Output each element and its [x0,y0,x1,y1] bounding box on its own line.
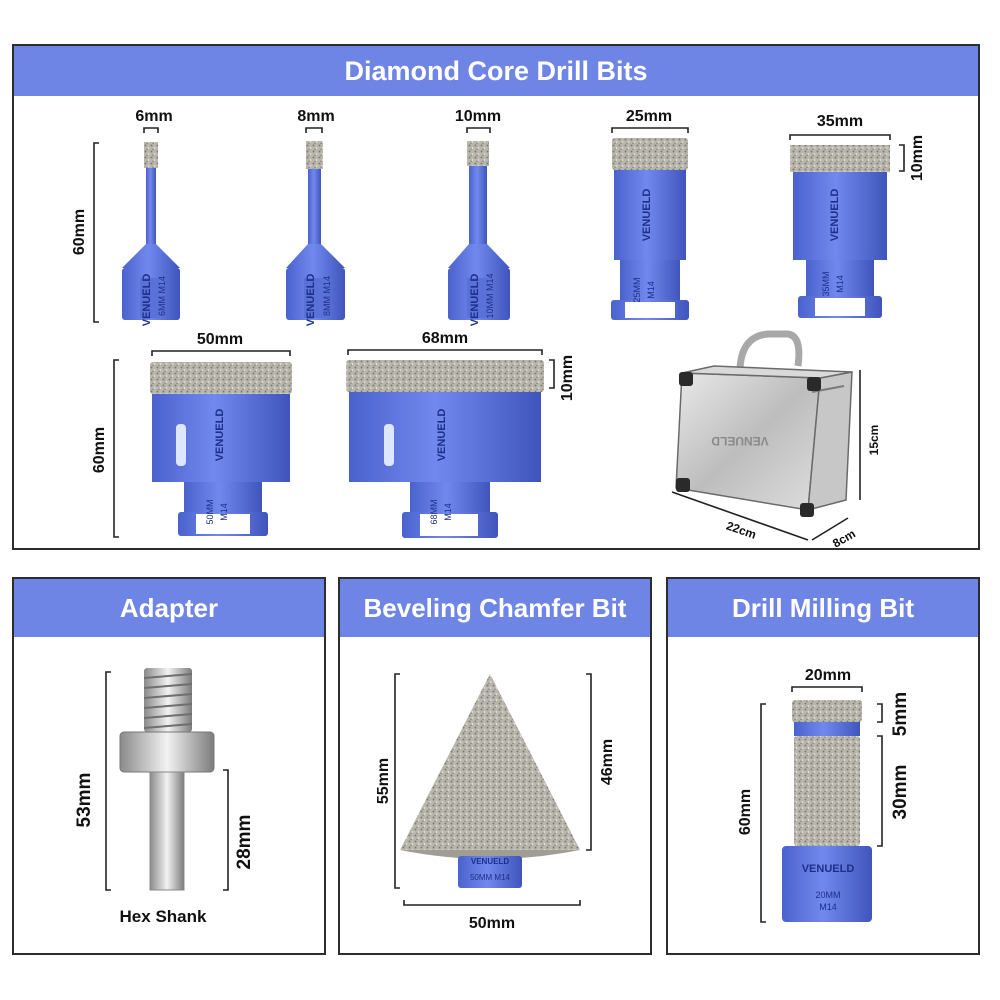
bit-68mm-logo: VENUELD [436,409,448,462]
bit-8mm-stamp: 8MM M14 [322,276,332,316]
milling-stamp-1: 20MM [815,890,840,900]
dim-68mm-segment-label: 10mm [559,355,576,401]
chamfer-logo: VENUELD [471,857,509,866]
chamfer-title: Beveling Chamfer Bit [340,579,650,637]
dim-25mm-label: 25mm [626,108,672,125]
chamfer-cone-label: 46mm [599,739,616,785]
bit-25mm-stamp-1: 25MM [632,277,642,302]
milling-logo: VENUELD [802,863,855,875]
chamfer-height-label: 55mm [375,758,392,804]
core-bit-35mm: 35mm VENUELD 35MM M14 10mm [789,113,926,318]
dim-large-length-label: 60mm [91,427,108,473]
core-bit-50mm: 50mm VENUELD 50MM M14 [150,331,292,536]
dim-68mm-label: 68mm [422,330,468,347]
chamfer-panel: Beveling Chamfer Bit [338,577,652,955]
core-bit-25mm: 25mm VENUELD 25MM M14 [611,108,689,320]
adapter-caption: Hex Shank [120,907,207,926]
bit-6mm-logo: VENUELD [141,274,153,327]
dim-8mm-label: 8mm [297,108,334,125]
bit-50mm-stamp-2: M14 [219,503,229,521]
chamfer-width-label: 50mm [469,915,515,932]
dim-small-length: 60mm [71,142,99,323]
bit-6mm-stamp: 6MM M14 [157,276,167,316]
core-bit-68mm: 68mm VENUELD 68MM M14 10mm [346,330,576,538]
bit-10mm-logo: VENUELD [469,274,481,327]
bit-25mm-stamp-2: M14 [646,281,656,299]
chamfer-illustration: VENUELD 50MM M14 55mm 46mm 50mm [375,673,616,932]
dim-large-length: 60mm [91,359,119,538]
milling-stamp-2: M14 [819,902,837,912]
milling-diameter-label: 20mm [805,667,851,684]
milling-total-label: 60mm [737,789,754,835]
bit-25mm-logo: VENUELD [641,189,653,242]
dim-10mm-label: 10mm [455,108,501,125]
bit-8mm-logo: VENUELD [305,274,317,327]
chamfer-stamp: 50MM M14 [470,873,511,882]
core-bits-title: Diamond Core Drill Bits [14,46,978,96]
case-logo: VENUELD [711,434,769,448]
adapter-shank-label: 28mm [234,815,255,870]
milling-body-label: 30mm [890,765,911,820]
bit-10mm-stamp: 10MM M14 [485,273,495,318]
dim-35mm-segment-label: 10mm [909,135,926,181]
case-width-label: 22cm [725,519,759,542]
core-bit-8mm: 8mm VENUELD 8MM M14 [286,108,345,326]
bit-35mm-stamp-1: 35MM [821,271,831,296]
bit-50mm-logo: VENUELD [214,409,226,462]
dim-6mm-label: 6mm [135,108,172,125]
core-bit-6mm: 6mm VENUELD 6MM M14 [122,108,180,326]
bit-68mm-stamp-2: M14 [443,503,453,521]
case-depth-label: 8cm [830,526,858,550]
bit-35mm-logo: VENUELD [829,189,841,242]
bit-35mm-stamp-2: M14 [835,275,845,293]
milling-illustration: 20mm VENUELD 20MM M14 60mm 5mm 30mm [737,667,911,923]
dim-small-length-label: 60mm [71,209,88,255]
bit-68mm-stamp-1: 68MM [429,499,439,524]
adapter-title: Adapter [14,579,324,637]
adapter-illustration: 53mm 28mm Hex Shank [74,668,255,926]
storage-case: VENUELD 22cm 8cm 15cm [671,330,881,551]
core-bit-10mm: 10mm VENUELD 10MM M14 [448,108,510,326]
milling-tip-label: 5mm [890,692,911,736]
dim-35mm-label: 35mm [817,113,863,130]
dim-50mm-label: 50mm [197,331,243,348]
case-height-label: 15cm [867,425,881,456]
milling-title: Drill Milling Bit [668,579,978,637]
adapter-total-label: 53mm [74,773,95,828]
bit-50mm-stamp-1: 50MM [205,499,215,524]
